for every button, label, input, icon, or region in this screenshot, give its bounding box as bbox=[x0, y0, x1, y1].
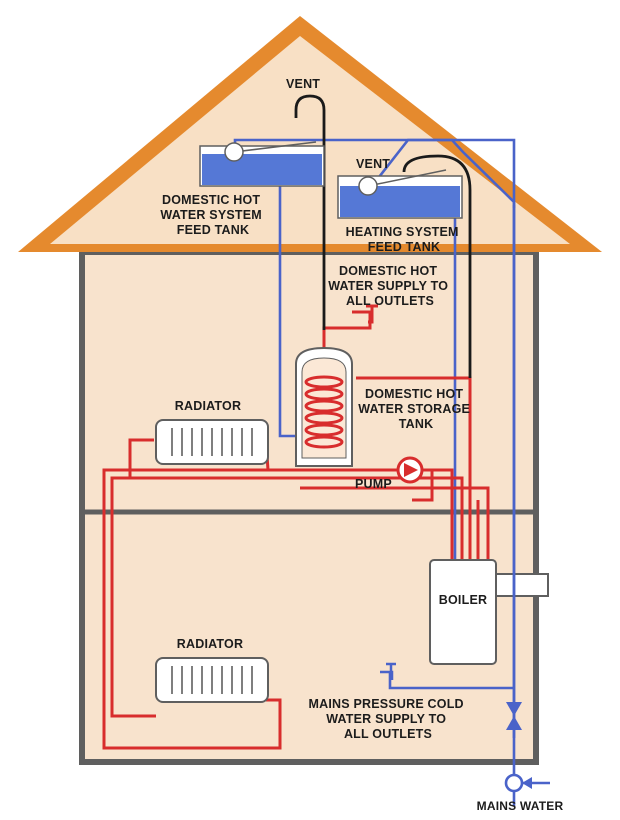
vent-pipes bbox=[294, 94, 472, 378]
hot-tap-icon bbox=[352, 304, 378, 324]
label-mains-cold-supply: MAINS PRESSURE COLD WATER SUPPLY TO ALL … bbox=[309, 697, 468, 741]
label-radiator-upper: RADIATOR bbox=[175, 399, 241, 413]
float-valve-icon bbox=[233, 141, 317, 153]
boiler-icon bbox=[429, 559, 497, 665]
mains-meter-icon bbox=[504, 773, 524, 793]
mains-valve-icon bbox=[506, 702, 522, 730]
label-pump: PUMP bbox=[355, 477, 392, 491]
house-walls bbox=[79, 249, 539, 765]
label-dhw-feed-tank: DOMESTIC HOT WATER SYSTEM FEED TANK bbox=[160, 193, 265, 237]
label-vent-right: VENT bbox=[356, 157, 390, 171]
label-dhw-storage-tank: DOMESTIC HOT WATER STORAGE TANK bbox=[358, 387, 474, 431]
radiator-upper-icon bbox=[155, 419, 269, 465]
mains-inlet-arrow-icon bbox=[522, 777, 532, 789]
vent-pipe-left-icon bbox=[294, 94, 326, 330]
pump-icon bbox=[396, 456, 424, 484]
coil-icon bbox=[304, 375, 344, 449]
label-mains-water: MAINS WATER bbox=[477, 799, 564, 813]
boiler-flue bbox=[495, 573, 549, 597]
hot-water-cylinder-icon bbox=[295, 346, 353, 467]
label-vent-left: VENT bbox=[286, 77, 320, 91]
label-heating-feed-tank: HEATING SYSTEM FEED TANK bbox=[346, 225, 463, 254]
cold-water-pipes bbox=[233, 138, 550, 806]
label-boiler: BOILER bbox=[439, 593, 487, 607]
dhw-feed-tank-icon bbox=[199, 141, 325, 187]
heating-feed-tank-icon bbox=[337, 169, 463, 219]
label-radiator-lower: RADIATOR bbox=[177, 637, 243, 651]
vent-pipe-right-icon bbox=[402, 154, 472, 378]
cold-tap-icon bbox=[380, 662, 396, 680]
heating-float-valve-icon bbox=[367, 169, 447, 187]
label-dhw-supply: DOMESTIC HOT WATER SUPPLY TO ALL OUTLETS bbox=[328, 264, 452, 308]
radiator-lower-icon bbox=[155, 657, 269, 703]
